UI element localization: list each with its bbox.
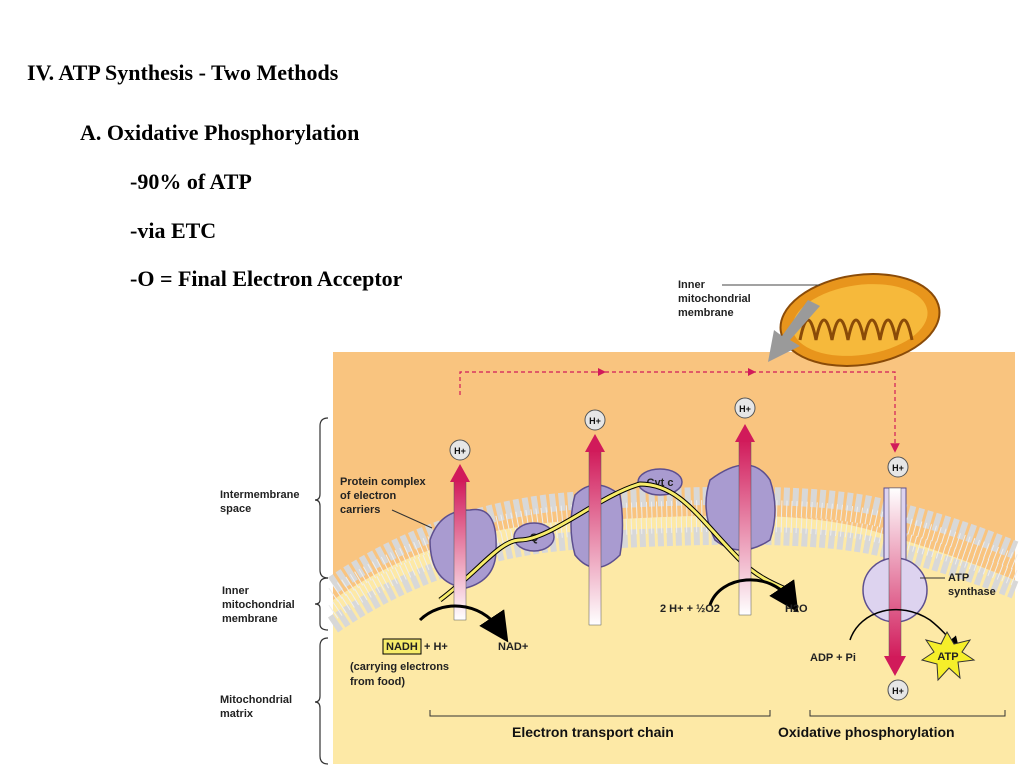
atp-synthase-label-line2: synthase [948, 586, 996, 598]
label-matrix-line1: Mitochondrial [220, 694, 292, 706]
proton-pump-arrow-1: H+ [449, 439, 471, 621]
svg-text:H+: H+ [454, 446, 466, 456]
protein-complex-label-line2: of electron [340, 490, 397, 502]
oxphos-bracket [809, 710, 1006, 717]
label-inner-membrane-line2: mitochondrial [222, 599, 295, 611]
label-inner-membrane-line3: membrane [222, 613, 278, 625]
inset-label-line1: Inner [678, 279, 706, 291]
nad-plus-label: NAD+ [498, 641, 528, 653]
water-product-label: H2O [785, 603, 808, 615]
etc-bracket [429, 710, 771, 717]
proton-flow-path [459, 371, 900, 453]
bullet-atp-share: -90% of ATP [130, 169, 252, 194]
carrying-note-line2: from food) [350, 676, 405, 688]
atp-label: ATP [937, 651, 958, 663]
atp-synthase-label-line1: ATP [948, 572, 969, 584]
nadh-oxidation-arrow [418, 604, 509, 643]
inset-label-line3: membrane [678, 307, 734, 319]
section-etc-label: Electron transport chain [512, 724, 674, 740]
label-matrix-line2: matrix [220, 708, 254, 720]
mitochondrion-icon [779, 273, 941, 367]
nadh-label: NADH [386, 641, 418, 653]
section-oxphos-label: Oxidative phosphorylation [778, 724, 955, 740]
label-intermembrane-line2: space [220, 503, 251, 515]
slide-heading: IV. ATP Synthesis - Two Methods [27, 60, 339, 85]
water-reaction-label: 2 H+ + ½O2 [660, 603, 720, 615]
atp-synthase: H+ H+ [862, 456, 928, 701]
bullet-final-acceptor: -O = Final Electron Acceptor [130, 266, 403, 291]
water-formation-arrow [708, 578, 799, 613]
protein-complex-label-line1: Protein complex [340, 476, 426, 488]
nadh-box [382, 638, 422, 655]
bullet-via-etc: -via ETC [130, 218, 217, 243]
svg-text:H+: H+ [739, 404, 751, 414]
carrying-note-line1: (carrying electrons [350, 661, 449, 673]
svg-text:H+: H+ [892, 463, 904, 473]
label-inner-membrane-line1: Inner [222, 585, 250, 597]
svg-text:H+: H+ [892, 686, 904, 696]
proton-pump-arrow-3: H+ [734, 397, 756, 616]
slide-subheading: A. Oxidative Phosphorylation [80, 120, 360, 145]
adp-label: ADP + Pi [810, 652, 856, 664]
inset-label-line2: mitochondrial [678, 293, 751, 305]
proton-pump-arrow-2: H+ [584, 409, 606, 626]
matrix-region [333, 515, 1015, 764]
zoom-arrow-icon [768, 300, 820, 362]
atp-burst-icon [920, 630, 976, 682]
svg-text:H+: H+ [589, 416, 601, 426]
protein-complex-label-line3: carriers [340, 504, 380, 516]
nadh-suffix: + H+ [424, 641, 448, 653]
region-braces [314, 417, 329, 765]
label-intermembrane-line1: Intermembrane [220, 489, 299, 501]
